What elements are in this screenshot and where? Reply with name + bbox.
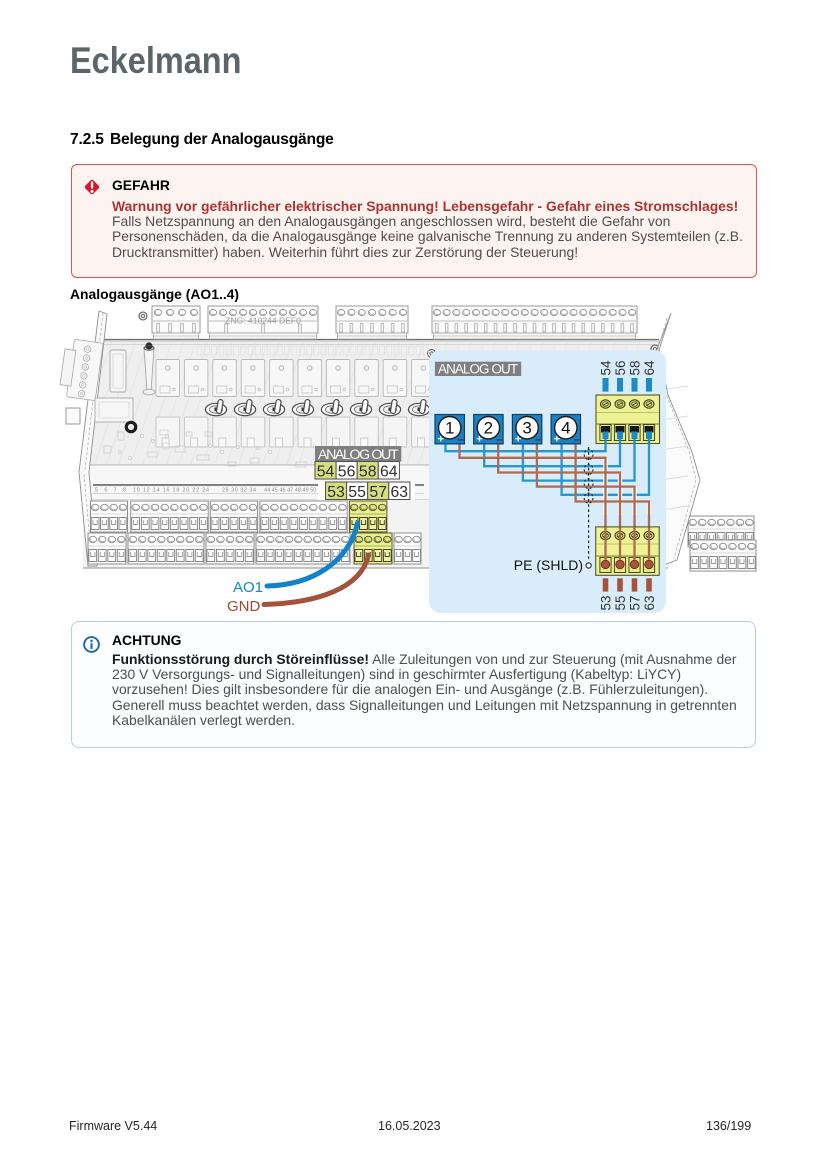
svg-text:53: 53 <box>327 484 345 501</box>
svg-text:10 12 14 16 18 20 22 24: 10 12 14 16 18 20 22 24 <box>133 488 209 494</box>
svg-text:+: + <box>554 434 560 446</box>
svg-text:5 6 7 8: 5 6 7 8 <box>95 488 126 494</box>
svg-text:ANALOG OUT: ANALOG OUT <box>438 362 518 377</box>
svg-text:64: 64 <box>642 360 657 376</box>
svg-text:3: 3 <box>522 419 531 438</box>
svg-text:55: 55 <box>613 595 628 610</box>
svg-text:ZNG: 410244 DEF0: ZNG: 410244 DEF0 <box>225 316 301 326</box>
svg-text:58: 58 <box>359 463 377 480</box>
svg-text:54: 54 <box>317 463 335 480</box>
svg-text:1: 1 <box>445 419 454 438</box>
svg-text:−: − <box>496 435 502 447</box>
svg-text:4: 4 <box>561 419 570 438</box>
svg-text:55: 55 <box>348 484 366 501</box>
svg-text:53: 53 <box>599 595 614 610</box>
svg-text:28 30 32 34: 28 30 32 34 <box>222 488 256 494</box>
svg-text:64: 64 <box>380 463 398 480</box>
svg-text:ANALOG OUT: ANALOG OUT <box>318 447 399 463</box>
svg-text:63: 63 <box>642 595 657 610</box>
svg-text:56: 56 <box>338 463 356 480</box>
svg-text:PE (SHLD): PE (SHLD) <box>514 557 583 573</box>
svg-text:GND: GND <box>227 598 261 615</box>
svg-text:56: 56 <box>613 360 628 375</box>
svg-text:+: + <box>438 434 444 446</box>
svg-text:58: 58 <box>628 360 643 375</box>
svg-text:54: 54 <box>599 360 614 376</box>
svg-text:57: 57 <box>628 595 643 610</box>
svg-text:44 45 46 47 48 49 50 52: 44 45 46 47 48 49 50 52 <box>264 488 324 494</box>
svg-text:+: + <box>515 434 521 446</box>
svg-text:57: 57 <box>369 484 387 501</box>
svg-text:−: − <box>458 435 464 447</box>
svg-text:AO1: AO1 <box>233 579 263 596</box>
svg-text:+: + <box>476 434 482 446</box>
svg-text:2: 2 <box>484 419 493 438</box>
svg-text:−: − <box>535 435 541 447</box>
svg-text:−: − <box>574 435 580 447</box>
svg-text:63: 63 <box>391 484 409 501</box>
